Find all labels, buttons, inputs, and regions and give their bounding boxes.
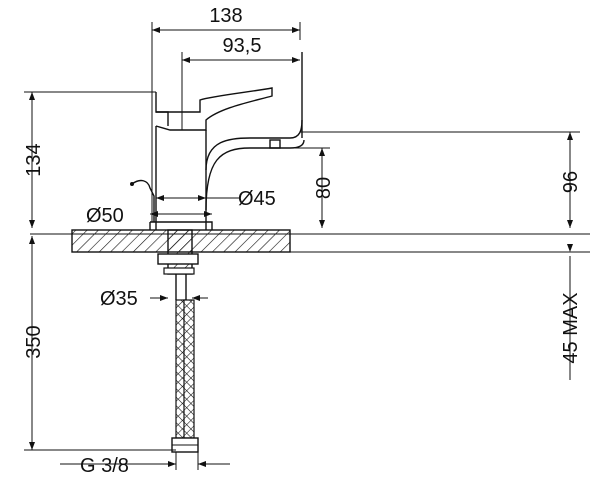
dim-diameter-50-label: Ø50 xyxy=(86,205,124,227)
dim-134-label: 134 xyxy=(23,143,45,176)
braided-hoses xyxy=(171,299,199,453)
dim-diameter-35-label: Ø35 xyxy=(100,288,138,310)
dim-80-label: 80 xyxy=(313,177,335,199)
popup-rod xyxy=(130,179,155,222)
under-counter-fittings xyxy=(157,229,199,300)
dim-g-3-8-label: G 3/8 xyxy=(80,455,129,477)
lever-handle xyxy=(155,87,273,131)
dim-96-label: 96 xyxy=(560,171,582,193)
dim-45-max-label: 45 MAX xyxy=(560,292,582,363)
dim-350-label: 350 xyxy=(23,325,45,358)
countertop xyxy=(30,229,590,253)
faucet-body xyxy=(149,52,305,230)
dim-diameter-45-label: Ø45 xyxy=(238,188,276,210)
dim-93-5-label: 93,5 xyxy=(223,35,262,57)
dim-138-label: 138 xyxy=(209,5,242,27)
dimension-lines xyxy=(24,22,580,470)
